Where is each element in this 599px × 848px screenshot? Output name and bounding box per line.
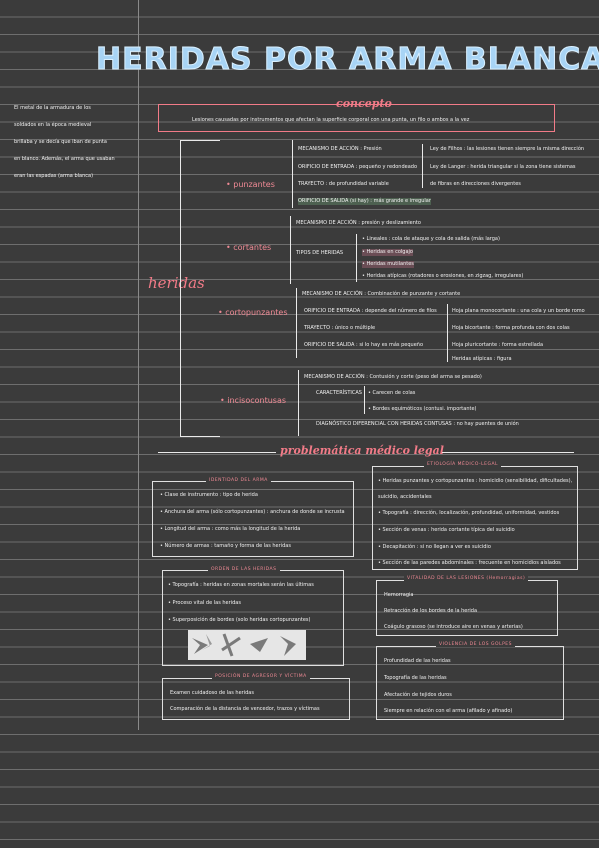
punzantes-row: ORIFICIO DE SALIDA (si hay) : más grande…	[298, 198, 431, 205]
heridas-label: heridas	[148, 274, 205, 292]
ley-langer-cont: de fibras en direcciones divergentes	[430, 181, 521, 187]
etiologia-item: • Sección de las paredes abdominales : f…	[378, 560, 561, 566]
problematica-rule-right	[442, 452, 574, 453]
violencia-item: Afectación de tejidos duros	[384, 692, 452, 698]
caract-item: • Carecen de colas	[368, 390, 416, 396]
identidad-item: • Anchura del arma (sólo cortopunzantes)…	[160, 509, 345, 515]
tipo-item: • Heridas en colgajo	[362, 249, 413, 256]
concepto-heading: concepto	[336, 97, 392, 110]
problematica-heading: problemática médico legal	[280, 444, 444, 457]
etiologia-item: • Sección de venas : herida cortante típ…	[378, 527, 515, 533]
side-note-line: El metal de la armadura de los	[14, 105, 91, 111]
side-note-line: soldados en la época medieval	[14, 122, 92, 128]
tipos-label: TIPOS DE HERIDAS	[296, 250, 344, 256]
identidad-item: • Clase de instrumento : tipo de herida	[160, 492, 258, 498]
main-bracket	[180, 140, 181, 436]
vitalidad-item: Hemorragia	[384, 592, 414, 598]
inciso-bracket	[298, 370, 299, 436]
margin-line	[138, 0, 139, 730]
cortopunzantes-row: TRAYECTO : único o múltiple	[304, 325, 376, 331]
ley-langer: Ley de Langer : herida triangular si la …	[430, 164, 576, 170]
cortantes-mecanismo: MECANISMO DE ACCIÓN : presión y deslizam…	[296, 220, 421, 226]
wound-shape-4	[280, 636, 296, 656]
leyes-bracket	[422, 144, 423, 188]
caract-bracket	[364, 386, 365, 414]
caract-item: • Bordes equimóticos (contusi. important…	[368, 406, 477, 412]
cortantes-bracket	[290, 216, 291, 284]
wound-shape-2	[221, 633, 241, 657]
orden-heading: ORDEN DE LAS HERIDAS	[208, 567, 280, 572]
concepto-text: Lesiones causadas por instrumentos que a…	[192, 117, 470, 123]
cortopunzantes-bracket	[296, 288, 297, 358]
identidad-item: • Número de armas : tamaño y forma de la…	[160, 543, 291, 549]
punzantes-row: MECANISMO DE ACCIÓN : Presión	[298, 146, 382, 152]
side-note-line: brillaba y se decía que iban de punta	[14, 139, 107, 145]
punzantes-bracket	[292, 140, 293, 208]
wound-shape-1	[192, 638, 208, 654]
cortopunzantes-label: • cortopunzantes	[218, 308, 288, 317]
violencia-heading: VIOLENCIA DE LOS GOLPES	[436, 642, 516, 647]
posicion-item: Comparación de la distancia de vencedor,…	[170, 706, 320, 712]
cortopunzantes-row: ORIFICIO DE SALIDA : si lo hay es más pe…	[304, 342, 424, 348]
violencia-item: Siempre en relación con el arma (afilado…	[384, 708, 513, 714]
concepto-box	[158, 104, 555, 132]
cortopunzantes-mecanismo: MECANISMO DE ACCIÓN : Combinación de pun…	[302, 291, 461, 297]
etiologia-item: • Decapitación : si no llegan a ver es s…	[378, 544, 491, 550]
wound-shape-3	[250, 638, 268, 652]
wound-diagram	[192, 633, 296, 657]
tipos-bracket	[356, 234, 357, 282]
etiologia-item: suicidio, accidentales	[378, 494, 432, 500]
tipo-item: • Heridas atípicas (rotadores o erosione…	[362, 273, 524, 279]
side-note-line: en blanco. Además, el arma que usaban	[14, 156, 115, 162]
inciso-row: CARACTERÍSTICAS	[316, 390, 362, 396]
etiologia-item: • Topografía : dirección, localización, …	[378, 510, 560, 516]
punzantes-row: ORIFICIO DE ENTRADA : pequeño y redondea…	[298, 164, 418, 170]
orden-item: • Proceso vital de las heridas	[168, 600, 241, 606]
wound-shape-1b	[202, 634, 212, 650]
violencia-item: Topografía de las heridas	[384, 675, 447, 681]
posicion-box	[162, 678, 350, 720]
hojas-bracket	[447, 304, 448, 362]
incisocontusas-label: • incisocontusas	[220, 396, 287, 405]
identidad-item: • Longitud del arma : como más la longit…	[160, 526, 301, 532]
hoja-item: Hoja plana monocortante : una cola y un …	[452, 308, 585, 314]
etiologia-heading: ETIOLOGÍA MÉDICO-LEGAL	[424, 462, 502, 467]
vitalidad-heading: VITALIDAD DE LAS LESIONES (Hemorragias)	[404, 576, 529, 581]
problematica-rule-left	[158, 452, 276, 453]
vitalidad-item: Coágulo grasoso (se introduce aire en ve…	[384, 624, 523, 630]
inciso-row: DIAGNÓSTICO DIFERENCIAL CON HERIDAS CONT…	[316, 421, 519, 427]
punzantes-row: TRAYECTO : de profundidad variable	[298, 181, 389, 187]
ley-filhos: Ley de Filhos : las lesiones tienen siem…	[430, 146, 585, 152]
posicion-item: Examen cuidadoso de las heridas	[170, 690, 254, 696]
punzantes-label: • punzantes	[226, 180, 275, 189]
violencia-item: Profundidad de las heridas	[384, 658, 451, 664]
identidad-heading: IDENTIDAD DEL ARMA	[206, 478, 271, 483]
orden-item: • Topografía : heridas en zonas mortales…	[168, 582, 314, 588]
bracket-tick	[180, 140, 220, 141]
posicion-heading: POSICIÓN DE AGRESOR Y VÍCTIMA	[212, 674, 310, 679]
wound-diagram-strip	[188, 630, 306, 660]
tipo-item: • Heridas mutilantes	[362, 261, 414, 268]
cortopunzantes-row: ORIFICIO DE ENTRADA : depende del número…	[304, 308, 437, 314]
orden-item: • Superposición de bordes (solo heridas …	[168, 617, 311, 623]
side-note: El metal de la armadura de los soldados …	[14, 100, 115, 185]
vitalidad-item: Retracción de los bordes de la herida	[384, 608, 478, 614]
hoja-item: Hoja pluricortante : forma estrellada	[452, 342, 544, 348]
hoja-item: Heridas atípicas : figura	[452, 356, 512, 362]
inciso-row: MECANISMO DE ACCIÓN : Contusión y corte …	[304, 374, 482, 380]
hoja-item: Hoja bicortante : forma profunda con dos…	[452, 325, 570, 331]
side-note-line: eran las espadas (arma blanca)	[14, 173, 94, 179]
tipo-item: • Lineales : cola de ataque y cola de sa…	[362, 236, 500, 242]
bracket-tick	[180, 436, 220, 437]
cortantes-label: • cortantes	[226, 243, 272, 252]
page-title: HERIDAS POR ARMA BLANCA	[95, 42, 599, 78]
etiologia-item: • Heridas punzantes y cortopunzantes : h…	[378, 478, 573, 484]
